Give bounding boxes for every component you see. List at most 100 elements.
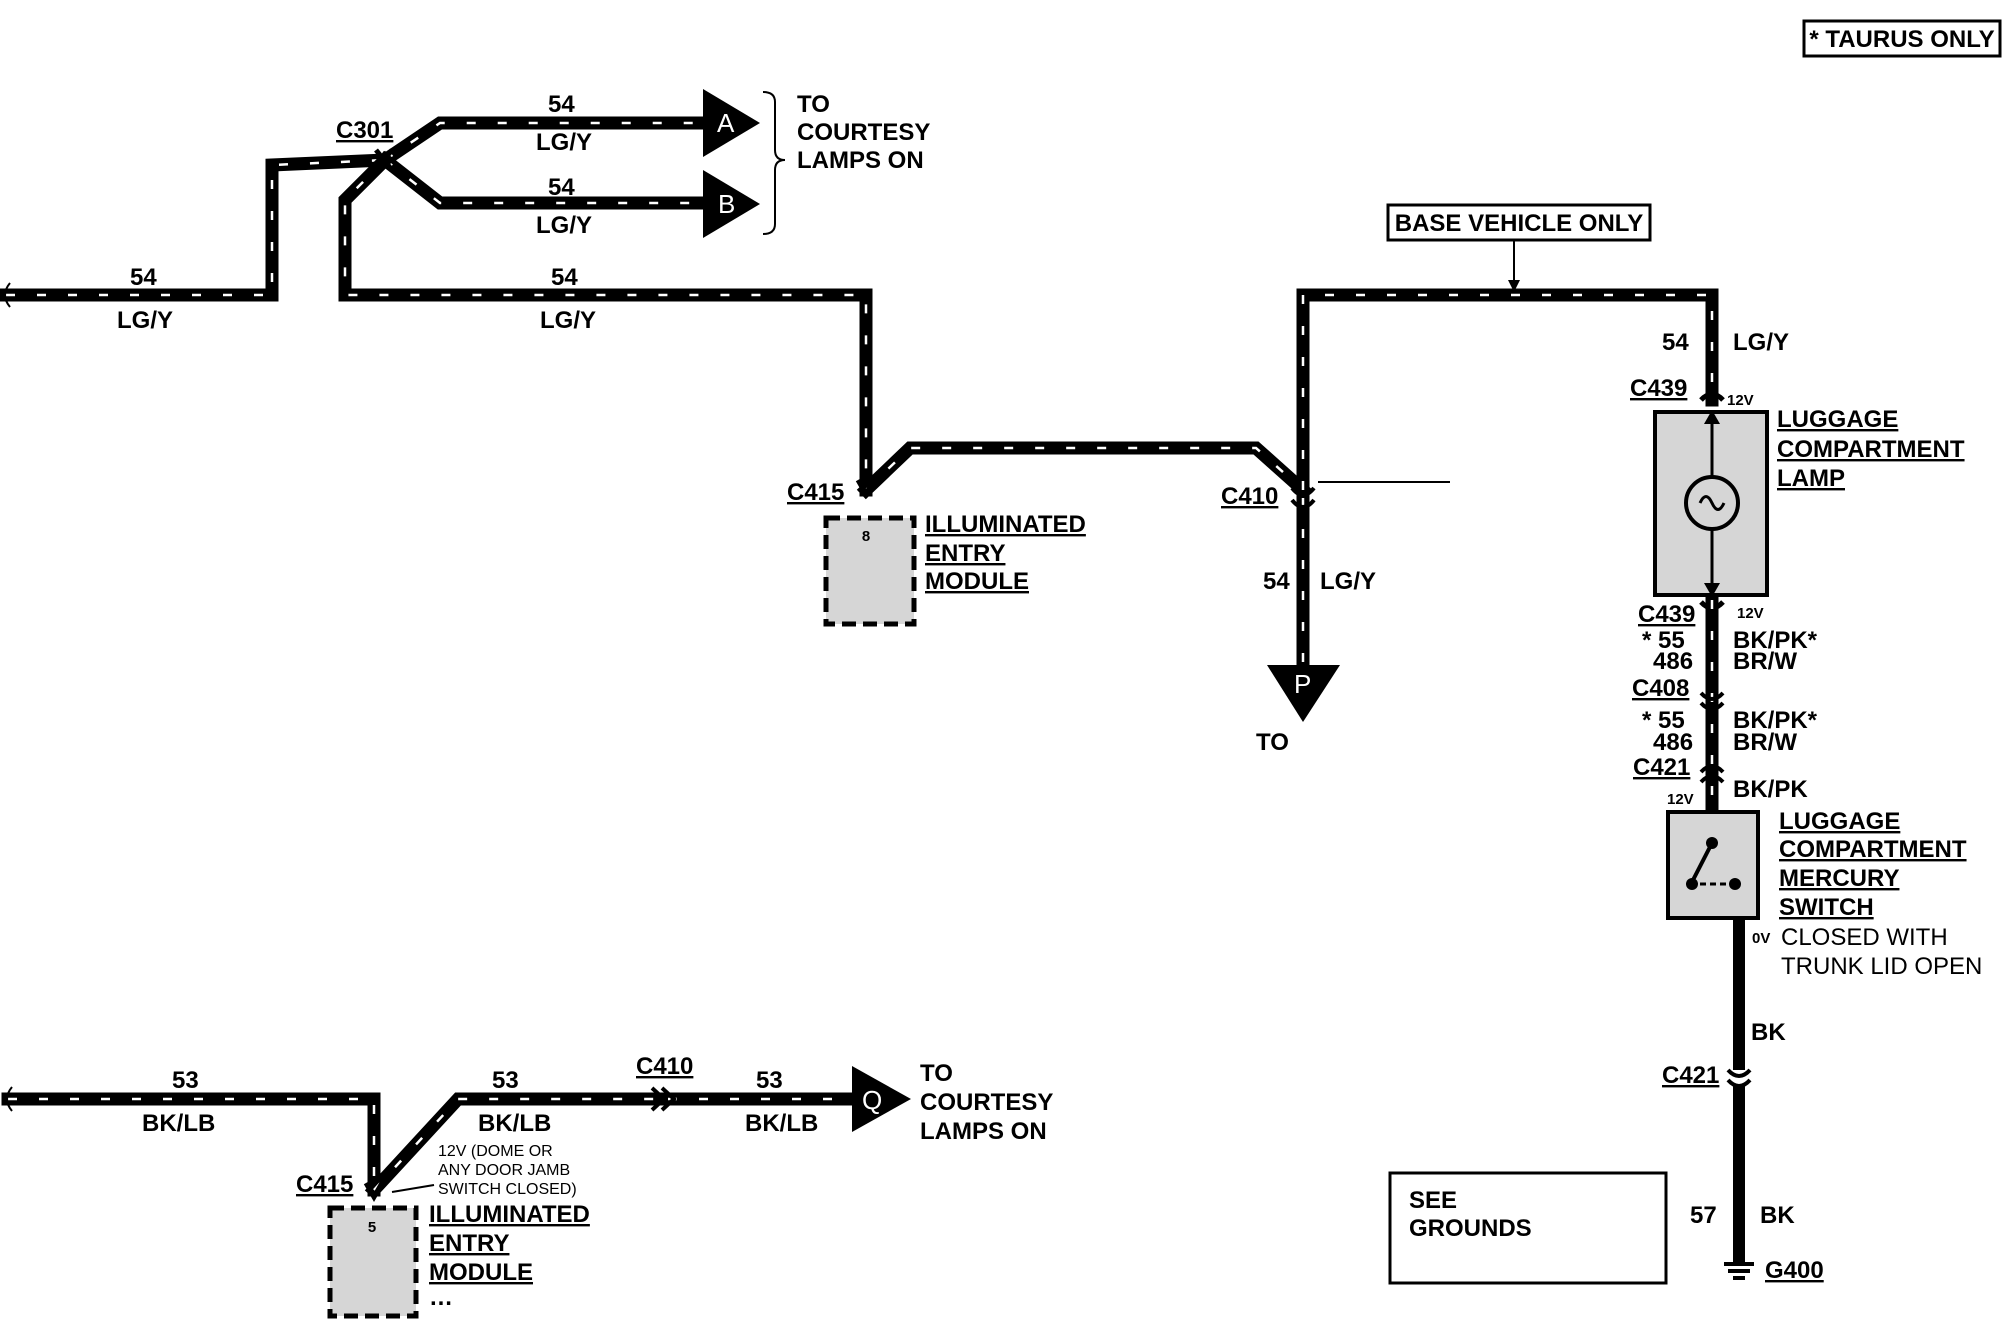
luggage-compartment-mercury-switch: LUGGAGE COMPARTMENT MERCURY SWITCH — [1666, 808, 1967, 921]
wire-num-label: 53 — [172, 1067, 199, 1094]
c408-label: C408 — [1632, 675, 1689, 702]
wire-color-label: BK/LB — [142, 1110, 215, 1137]
wire-color-label: BK/PK* — [1733, 627, 1818, 654]
switch-note-line2: TRUNK LID OPEN — [1781, 953, 1982, 980]
wire-color-label: BK/LB — [478, 1110, 551, 1137]
iem-label-line2: ENTRY — [925, 540, 1005, 567]
iem-label-line1: ILLUMINATED — [925, 511, 1086, 538]
switch-label-line3: MERCURY — [1779, 865, 1899, 892]
wire-color-label: LG/Y — [536, 212, 592, 239]
voltage-label: 0V — [1752, 930, 1770, 947]
to-label: TO — [1256, 729, 1289, 756]
wire-num-label: 486 — [1653, 729, 1693, 756]
iem-label-cutoff: … — [429, 1284, 453, 1311]
lamp-label-line1: LUGGAGE — [1777, 406, 1898, 433]
arrow-a: A — [703, 89, 760, 157]
iem-pin: 5 — [368, 1219, 376, 1236]
c410-label: C410 — [636, 1053, 693, 1080]
switch-label-line2: COMPARTMENT — [1779, 836, 1967, 863]
g400-label: G400 — [1765, 1257, 1824, 1284]
c410-label: C410 — [1221, 483, 1278, 510]
connector-c301: C301 — [336, 117, 394, 172]
wire-num-label: 54 — [1662, 329, 1689, 356]
courtesy-a-line3: LAMPS ON — [797, 147, 924, 174]
voltage-label: 12V — [1737, 605, 1764, 622]
courtesy-a-line1: TO — [797, 91, 830, 118]
wire-num-label: * 55 — [1642, 627, 1685, 654]
wire-color-label: LG/Y — [1733, 329, 1789, 356]
wire-color-label: BR/W — [1733, 729, 1797, 756]
lamp-label-line2: COMPARTMENT — [1777, 436, 1965, 463]
connector-c421-bottom: C421 — [1662, 1062, 1752, 1089]
dome-note-line3: SWITCH CLOSED) — [438, 1181, 577, 1198]
wire-color-label: LG/Y — [117, 307, 173, 334]
wire-num-label: 54 — [548, 174, 575, 201]
dome-note-line1: 12V (DOME OR — [438, 1143, 553, 1160]
connector-c439-top: C439 12V — [1630, 375, 1754, 409]
see-grounds-box: SEE GROUNDS — [1388, 1171, 1668, 1285]
see-grounds-line2: GROUNDS — [1409, 1215, 1532, 1242]
c421-label: C421 — [1633, 754, 1690, 781]
wire-color-label: LG/Y — [536, 129, 592, 156]
wire-color-label: BK/PK — [1733, 776, 1808, 803]
switch-label-line4: SWITCH — [1779, 894, 1874, 921]
arrow-p-letter: P — [1294, 669, 1311, 699]
c421-label: C421 — [1662, 1062, 1719, 1089]
courtesy-q-line2: COURTESY — [920, 1089, 1053, 1116]
switch-label-line1: LUGGAGE — [1779, 808, 1900, 835]
c439-label: C439 — [1630, 375, 1687, 402]
arrow-q: Q — [852, 1066, 911, 1132]
arrow-b-letter: B — [718, 189, 735, 219]
base-vehicle-text: BASE VEHICLE ONLY — [1395, 210, 1644, 237]
courtesy-a-line2: COURTESY — [797, 119, 930, 146]
arrow-q-letter: Q — [862, 1085, 882, 1115]
c301-label: C301 — [336, 117, 393, 144]
bracket — [762, 91, 786, 235]
wire-num-label: 53 — [492, 1067, 519, 1094]
wire-color-label: LG/Y — [1320, 568, 1376, 595]
wire-color-label: BK — [1751, 1019, 1786, 1046]
taurus-only-text: * TAURUS ONLY — [1809, 26, 1994, 53]
wire-num-label: * 55 — [1642, 707, 1685, 734]
voltage-label: 12V — [1667, 791, 1694, 808]
connector-c421-top: C421 — [1633, 754, 1725, 784]
connector-c415-bottom: C415 — [296, 1171, 385, 1203]
circuit-54-feed — [0, 116, 1313, 500]
switch-note-line1: CLOSED WITH — [1781, 924, 1948, 951]
c415-label: C415 — [787, 479, 844, 506]
wire-num-label: 486 — [1653, 648, 1693, 675]
courtesy-q-line3: LAMPS ON — [920, 1118, 1047, 1145]
arrow-b: B — [703, 170, 760, 238]
circuit-53 — [1, 1086, 867, 1200]
arrow-p — [1267, 665, 1340, 722]
c439-label: C439 — [1638, 601, 1695, 628]
wire-color-label: BK/LB — [745, 1110, 818, 1137]
dome-note: 12V (DOME OR ANY DOOR JAMB SWITCH CLOSED… — [391, 1143, 577, 1198]
wire-color-label: BK — [1760, 1202, 1795, 1229]
luggage-compartment-lamp: LUGGAGE COMPARTMENT LAMP — [1653, 406, 1965, 597]
illuminated-entry-module-bottom: 5 ILLUMINATED ENTRY MODULE … — [327, 1201, 590, 1319]
ground-g400: G400 — [1724, 1257, 1824, 1284]
dome-note-line2: ANY DOOR JAMB — [438, 1162, 570, 1179]
base-vehicle-note: BASE VEHICLE ONLY — [1386, 203, 1652, 292]
wire-num-label: 54 — [1263, 568, 1290, 595]
connector-c439-bottom: C439 12V — [1638, 600, 1764, 628]
iem-pin: 8 — [862, 528, 870, 545]
wire-num-label: 53 — [756, 1067, 783, 1094]
iem-label-line3: MODULE — [429, 1259, 533, 1286]
circuit-54-branch-p: C410 54 LG/Y P TO — [1221, 288, 1719, 756]
lamp-label-line3: LAMP — [1777, 465, 1845, 492]
iem-label-line2: ENTRY — [429, 1230, 509, 1257]
illuminated-entry-module-top: 8 ILLUMINATED ENTRY MODULE — [823, 511, 1086, 627]
see-grounds-line1: SEE — [1409, 1187, 1457, 1214]
taurus-only-note: * TAURUS ONLY — [1802, 19, 2002, 58]
iem-label-line1: ILLUMINATED — [429, 1201, 590, 1228]
connector-c408: C408 — [1632, 675, 1725, 711]
wire-num-label: 54 — [130, 264, 157, 291]
iem-label-line3: MODULE — [925, 568, 1029, 595]
wire-num-label: 57 — [1690, 1202, 1717, 1229]
courtesy-q-line1: TO — [920, 1060, 953, 1087]
wire-color-label: BR/W — [1733, 648, 1797, 675]
voltage-label: 12V — [1727, 392, 1754, 409]
